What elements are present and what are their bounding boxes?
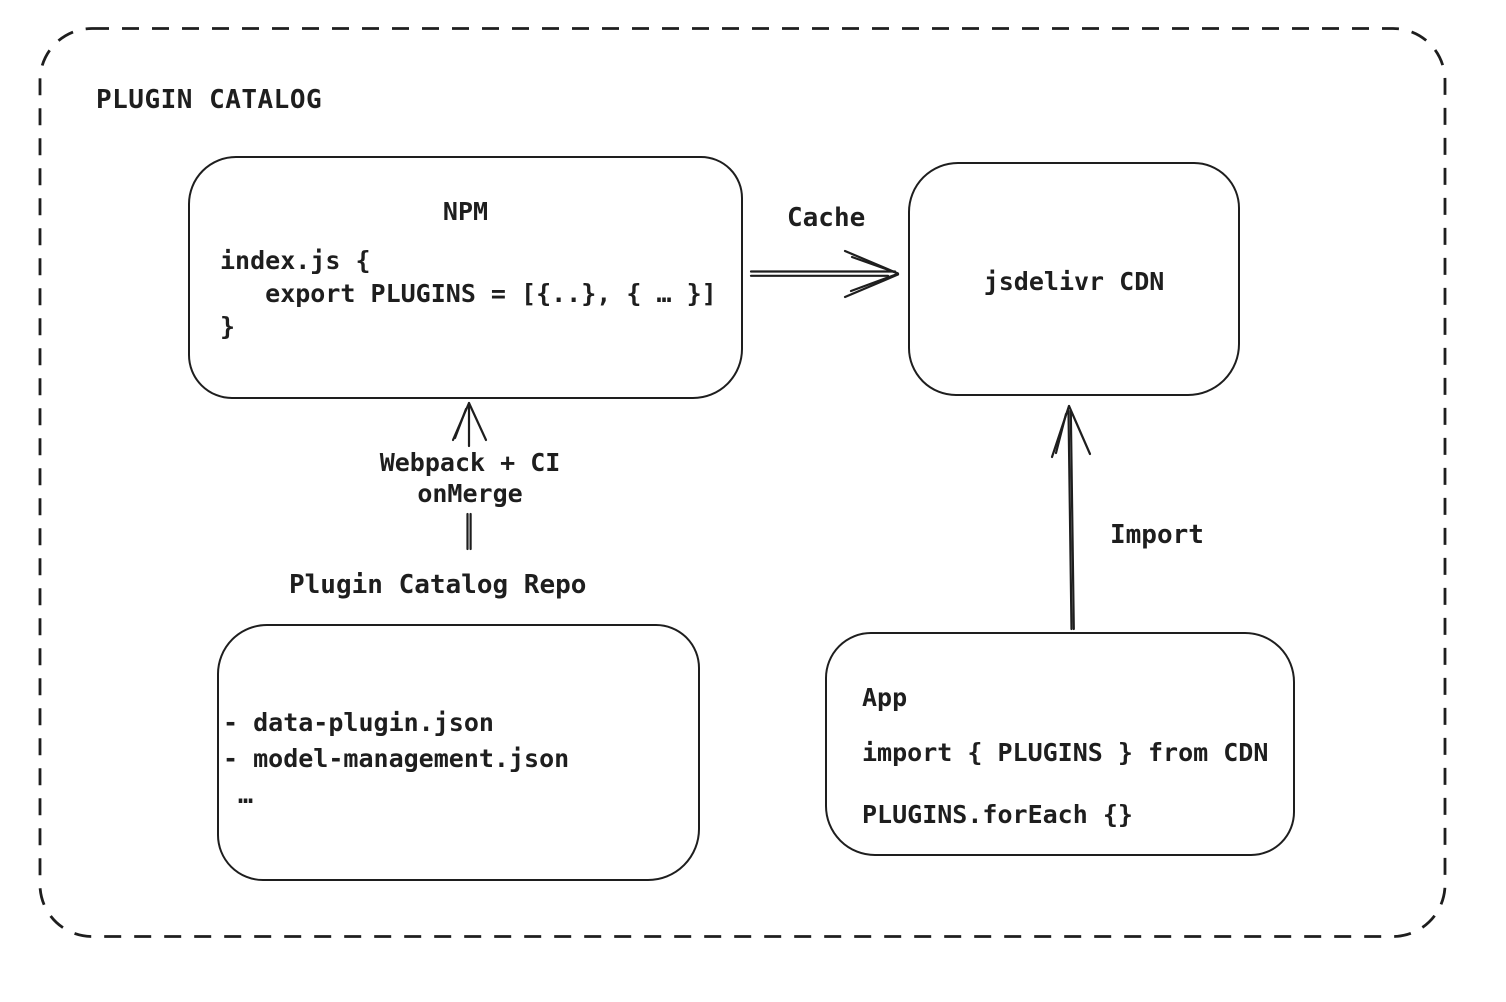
build-arrow-label-line1: Webpack + CI <box>379 448 561 477</box>
repo-title: Plugin Catalog Repo <box>289 570 587 600</box>
app-box <box>825 632 1295 856</box>
build-arrow <box>451 401 488 551</box>
app-code-line: PLUGINS.forEach {} <box>862 800 1133 829</box>
plugin-catalog-boundary <box>38 27 1447 938</box>
build-arrow-label: Webpack + CI onMerge <box>320 447 620 509</box>
npm-box <box>188 156 743 399</box>
jsdelivr-cdn-box <box>908 162 1240 396</box>
jsdelivr-cdn-label: jsdelivr CDN <box>983 267 1165 296</box>
repo-file-item: - model-management.json <box>223 744 570 773</box>
npm-code-line: index.js { <box>220 246 371 275</box>
import-arrow-label: Import <box>1110 520 1204 550</box>
npm-code-block: index.js { export PLUGINS = [{..}, { … }… <box>220 244 717 343</box>
cache-arrow-label: Cache <box>787 203 866 233</box>
npm-box-title: NPM <box>442 197 489 226</box>
build-arrow-label-line2: onMerge <box>417 479 523 508</box>
repo-file-list: - data-plugin.json - model-management.js… <box>223 705 569 813</box>
repo-box <box>217 624 700 881</box>
cache-arrow <box>749 249 900 299</box>
diagram-title: PLUGIN CATALOG <box>96 85 323 115</box>
app-box-title: App <box>862 683 908 712</box>
npm-code-line: } <box>220 312 236 341</box>
import-arrow <box>1050 404 1092 631</box>
repo-file-item: - data-plugin.json <box>223 708 494 737</box>
repo-file-item: … <box>223 780 254 809</box>
npm-code-line: export PLUGINS = [{..}, { … }] <box>220 279 717 308</box>
app-code-line: import { PLUGINS } from CDN <box>862 738 1269 767</box>
